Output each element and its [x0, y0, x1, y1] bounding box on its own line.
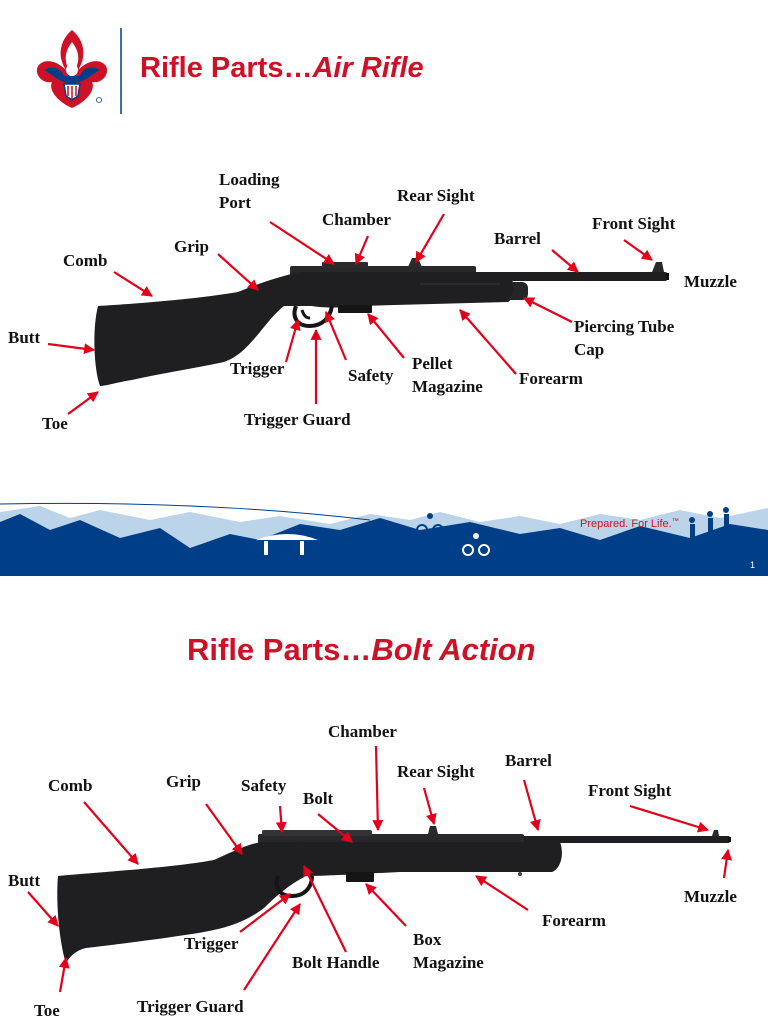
page-number: 1	[750, 560, 756, 570]
title-main-2: Rifle Parts…	[187, 632, 372, 667]
air-rifle-image	[94, 258, 669, 386]
label-rear-sight: Rear Sight	[397, 186, 475, 205]
label-grip-2: Grip	[166, 772, 201, 791]
slide-title-2: Rifle Parts…Bolt Action	[187, 632, 536, 668]
label-toe-2: Toe	[34, 1001, 60, 1020]
label-trigger-guard-2: Trigger Guard	[137, 997, 244, 1016]
bolt-action-diagram	[27, 745, 733, 993]
label-front-sight: Front Sight	[592, 214, 676, 233]
label-loading-port: Loading Port	[219, 170, 280, 212]
air-rifle-arrows	[47, 213, 653, 415]
label-barrel-2: Barrel	[505, 751, 552, 770]
label-comb: Comb	[63, 251, 108, 270]
label-butt-2: Butt	[8, 871, 41, 890]
bolt-action-rifle-image	[57, 826, 731, 964]
slide-bolt-action: Rifle Parts…Bolt Action Chamber Barrel R…	[0, 592, 768, 1024]
label-piercing-tube-cap: Piercing Tube Cap	[574, 317, 675, 359]
bolt-action-arrows	[27, 745, 733, 993]
label-pellet-magazine: Pellet Magazine	[412, 354, 483, 396]
label-chamber-2: Chamber	[328, 722, 397, 741]
label-barrel: Barrel	[494, 229, 541, 248]
title-main: Rifle Parts…	[140, 52, 313, 84]
footer-slogan: Prepared. For Life.™	[580, 518, 679, 530]
slide-air-rifle: Rifle Parts…Air Rifle Loading Port Rear …	[0, 28, 768, 576]
label-rear-sight-2: Rear Sight	[397, 762, 475, 781]
slide-title: Rifle Parts…Air Rifle	[140, 52, 424, 85]
label-muzzle-2: Muzzle	[684, 887, 737, 906]
label-grip: Grip	[174, 237, 209, 256]
label-chamber: Chamber	[322, 210, 391, 229]
label-box-magazine-2: Box Magazine	[413, 930, 484, 972]
label-forearm-2: Forearm	[542, 911, 606, 930]
label-toe: Toe	[42, 414, 68, 433]
label-muzzle: Muzzle	[684, 272, 737, 291]
footer-banner	[0, 502, 768, 576]
label-bolt-handle-2: Bolt Handle	[292, 953, 380, 972]
bsa-logo-icon	[36, 30, 108, 108]
label-bolt-2: Bolt	[303, 789, 334, 808]
label-trigger-guard: Trigger Guard	[244, 410, 351, 429]
air-rifle-diagram	[0, 28, 768, 576]
label-butt: Butt	[8, 328, 41, 347]
label-safety: Safety	[348, 366, 394, 385]
title-italic: Air Rifle	[312, 52, 424, 84]
label-trigger-2: Trigger	[184, 934, 239, 953]
label-comb-2: Comb	[48, 776, 93, 795]
label-forearm: Forearm	[519, 369, 583, 388]
label-trigger: Trigger	[230, 359, 285, 378]
label-safety-2: Safety	[241, 776, 287, 795]
label-front-sight-2: Front Sight	[588, 781, 672, 800]
title-italic-2: Bolt Action	[371, 632, 536, 667]
